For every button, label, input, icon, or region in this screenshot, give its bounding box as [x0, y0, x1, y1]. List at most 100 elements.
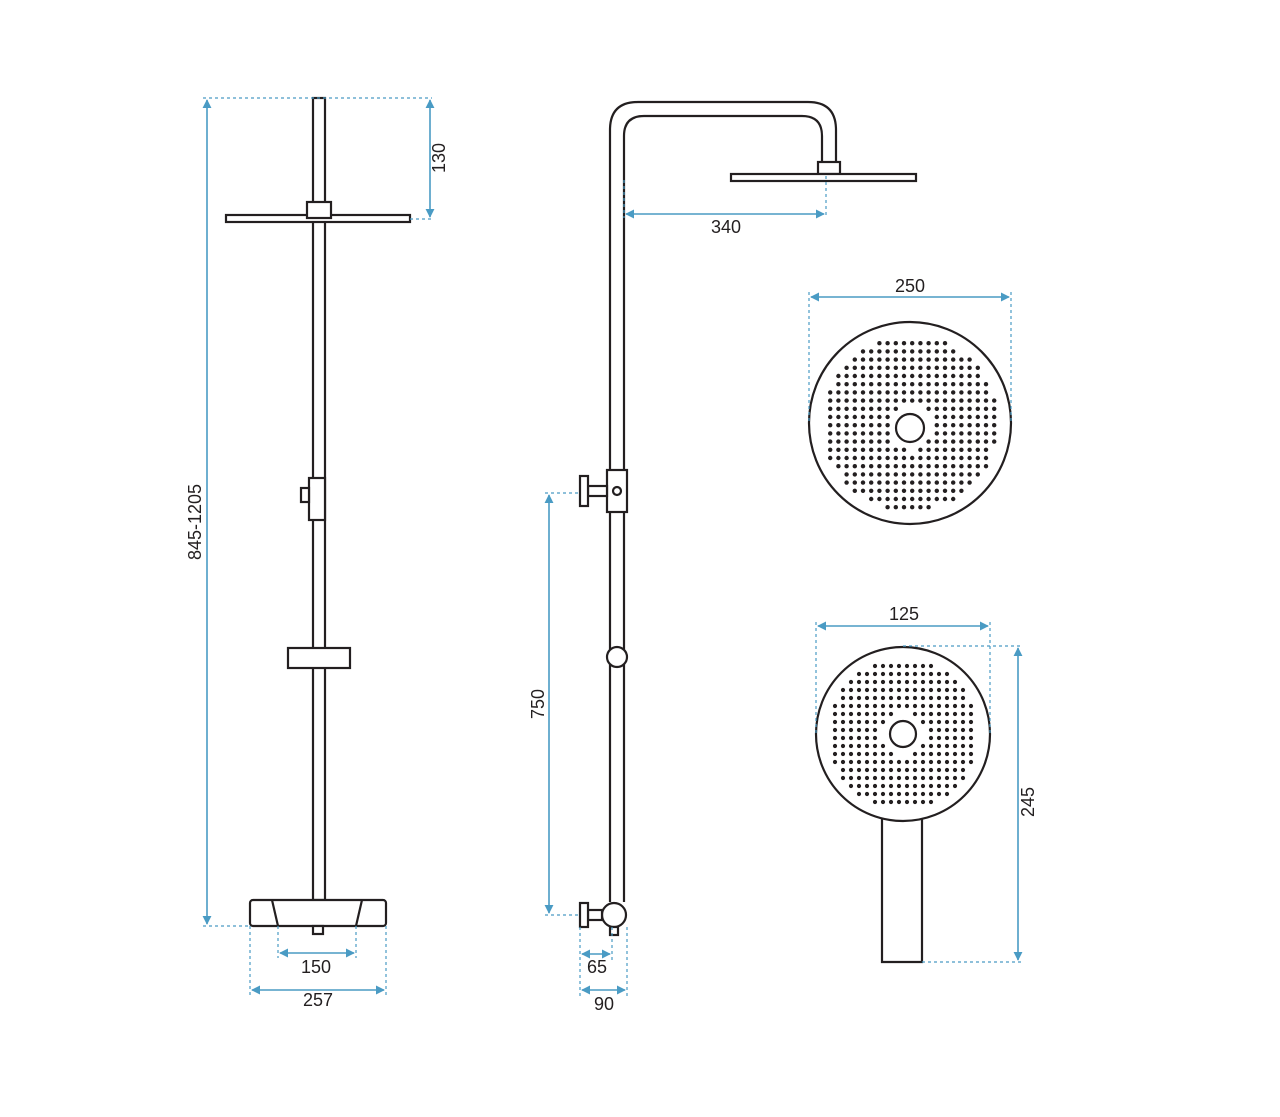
overhead-nozzle-dot [828, 398, 833, 403]
overhead-nozzle-dot [934, 439, 939, 444]
overhead-nozzle-dot [959, 455, 964, 461]
overhead-nozzle-dot [901, 373, 907, 379]
overhead-nozzle-dot [918, 496, 923, 502]
hand-nozzle-dot [872, 663, 878, 669]
hand-nozzle-dot [928, 743, 934, 749]
overhead-nozzle-dot [828, 431, 833, 436]
overhead-nozzle-dot [934, 414, 939, 420]
overhead-nozzle-dot [869, 373, 874, 379]
hand-nozzle-dot [832, 759, 838, 765]
hand-nozzle-dot [928, 759, 934, 765]
hand-nozzle-dot [928, 695, 934, 701]
overhead-nozzle-dot [942, 341, 948, 346]
hand-nozzle-dot [904, 783, 910, 789]
overhead-nozzle-dot [901, 447, 907, 452]
hand-nozzle-dot [896, 671, 902, 677]
overhead-nozzle-dot [860, 480, 866, 485]
overhead-nozzle-dot [885, 365, 890, 370]
hand-nozzle-dot [952, 767, 958, 773]
hand-nozzle-dot [888, 775, 894, 781]
overhead-nozzle-dot [877, 488, 882, 493]
hand-nozzle-dot [944, 719, 950, 725]
hand-nozzle-dot [872, 751, 878, 757]
overhead-nozzle-dot [942, 439, 948, 444]
hand-nozzle-dot [872, 671, 878, 677]
overhead-nozzle-dot [901, 382, 907, 387]
hand-nozzle-dot [944, 775, 950, 781]
overhead-nozzle-dot [869, 480, 874, 485]
overhead-nozzle-dot [951, 455, 956, 461]
overhead-nozzle-dot [951, 357, 956, 362]
overhead-nozzle-dot [852, 357, 857, 362]
hand-nozzle-dot [848, 711, 854, 717]
hand-nozzle-dot [920, 671, 926, 677]
overhead-nozzle-dot [959, 488, 964, 493]
overhead-nozzle-dot [860, 382, 866, 387]
overhead-nozzle-dot [942, 414, 948, 420]
overhead-nozzle-dot [860, 447, 866, 452]
overhead-nozzle-dot [893, 488, 898, 493]
hand-nozzle-dot [832, 727, 838, 733]
overhead-nozzle-dot [885, 472, 890, 477]
overhead-nozzle-dot [934, 496, 939, 502]
overhead-nozzle-dot [869, 390, 874, 395]
overhead-nozzle-dot [926, 439, 931, 444]
front-head-connector [305, 200, 333, 220]
overhead-nozzle-dot [910, 472, 915, 477]
overhead-nozzle-dot [844, 406, 849, 411]
hand-nozzle-dot [864, 687, 870, 693]
hand-shower-handle [880, 808, 924, 964]
front-diverter-knob [299, 486, 311, 504]
hand-nozzle-dot [872, 679, 878, 685]
overhead-nozzle-dot [836, 423, 841, 428]
overhead-nozzle-dot [951, 398, 956, 403]
overhead-nozzle-dot [836, 373, 841, 379]
hand-nozzle-dot [936, 791, 942, 797]
hand-nozzle-dot [856, 767, 862, 773]
overhead-nozzle-dot [967, 439, 972, 444]
overhead-nozzle-dot [901, 480, 907, 485]
overhead-nozzle-dot [885, 480, 890, 485]
overhead-nozzle-dot [942, 480, 948, 485]
side-head-connector [816, 160, 842, 176]
front-slider-holder [286, 646, 352, 670]
hand-nozzle-dot [872, 711, 878, 717]
overhead-nozzle-dot [852, 472, 857, 477]
overhead-nozzle-dot [975, 439, 980, 444]
overhead-nozzle-dot [918, 480, 923, 485]
overhead-nozzle-dot [860, 390, 866, 395]
overhead-nozzle-dot [844, 431, 849, 436]
hand-nozzle-dot [872, 719, 878, 725]
hand-nozzle-dot [848, 679, 854, 685]
hand-nozzle-dot [840, 727, 846, 733]
overhead-nozzle-dot [967, 464, 972, 469]
hand-nozzle-dot [920, 799, 926, 805]
overhead-nozzle-dot [869, 472, 874, 477]
overhead-nozzle-dot [918, 488, 923, 493]
side-arm-reach-label: 340 [711, 217, 741, 237]
hand-nozzle-dot [952, 783, 958, 789]
hand-nozzle-dot [928, 687, 934, 693]
hand-nozzle-dot [872, 783, 878, 789]
overhead-nozzle-dot [959, 357, 964, 362]
overhead-nozzle-dot [992, 439, 997, 444]
overhead-nozzle-dot [844, 480, 849, 485]
hand-nozzle-dot [856, 695, 862, 701]
hand-nozzle-dot [896, 759, 902, 765]
overhead-nozzle-dot [910, 341, 915, 346]
overhead-nozzle-dot [893, 505, 898, 510]
overhead-nozzle-dot [885, 496, 890, 502]
hand-nozzle-dot [856, 783, 862, 789]
overhead-nozzle-dot [852, 488, 857, 493]
hand-nozzle-dot [928, 703, 934, 709]
overhead-nozzle-dot [828, 423, 833, 428]
overhead-nozzle-dot [983, 414, 989, 420]
overhead-nozzle-dot [860, 373, 866, 379]
overhead-nozzle-dot [885, 414, 890, 420]
hand-nozzle-dot [904, 679, 910, 685]
overhead-nozzle-dot [951, 447, 956, 452]
overhead-nozzle-dot [942, 398, 948, 403]
hand-nozzle-dot [840, 719, 846, 725]
hand-nozzle-dot [912, 751, 918, 757]
hand-nozzle-dot [928, 791, 934, 797]
